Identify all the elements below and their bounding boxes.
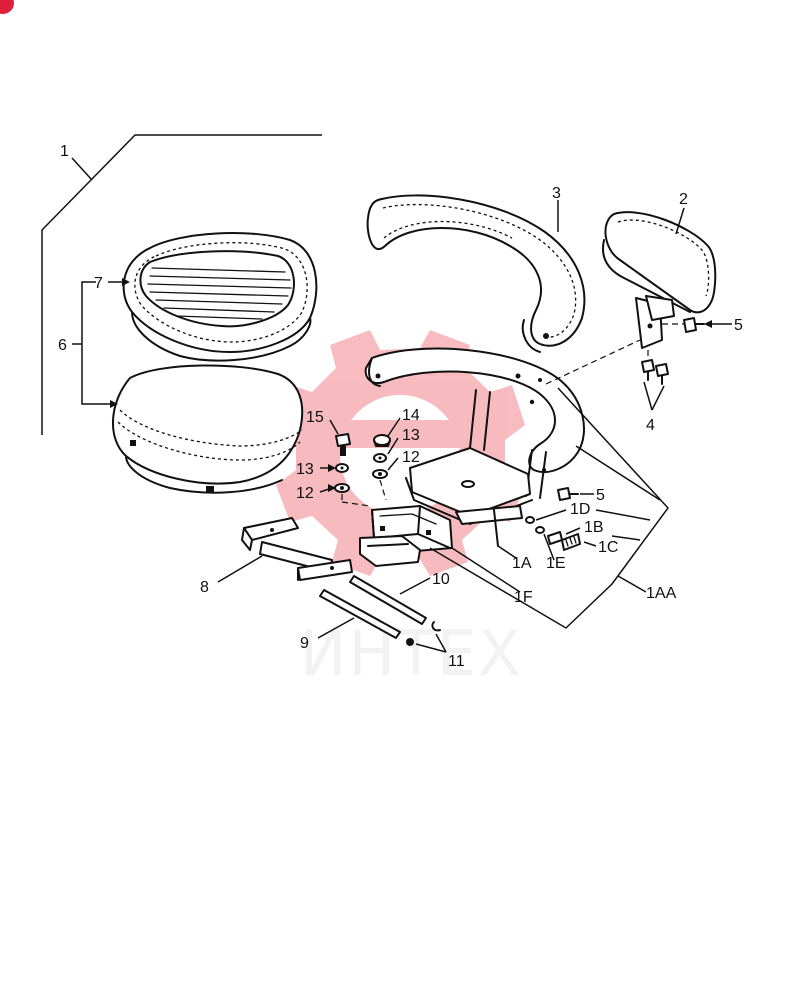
callout-labels: 1 2 3 4 5 5 6 7 8 9 10 11 12 12 13 13 14… bbox=[58, 143, 743, 670]
callout-13-right: 13 bbox=[402, 427, 420, 444]
callout-1D: 1D bbox=[570, 501, 590, 518]
slide-rail-part bbox=[241, 517, 353, 581]
callout-4: 4 bbox=[646, 417, 655, 434]
armrest-part bbox=[602, 211, 717, 349]
watermark-text: ИНТЕХ bbox=[300, 617, 523, 690]
callout-12-right: 12 bbox=[402, 449, 420, 466]
slide-bracket-part bbox=[359, 505, 453, 567]
callout-10: 10 bbox=[432, 571, 450, 588]
callout-12-left: 12 bbox=[296, 485, 314, 502]
corner-badge bbox=[0, 0, 14, 14]
callout-7: 7 bbox=[94, 275, 103, 292]
callout-1A: 1A bbox=[512, 555, 532, 572]
callout-5-lower: 5 bbox=[596, 487, 605, 504]
hardware-right-part bbox=[372, 434, 391, 501]
rod-9-part bbox=[319, 589, 401, 639]
callout-1AA: 1AA bbox=[646, 585, 677, 602]
callout-3: 3 bbox=[552, 185, 561, 202]
bolts-part bbox=[641, 350, 669, 385]
backrest-pad-part bbox=[366, 194, 586, 353]
rod-10-part bbox=[349, 575, 427, 625]
callout-1E: 1E bbox=[546, 555, 566, 572]
seat-cushion-part bbox=[122, 232, 318, 362]
callout-1: 1 bbox=[60, 143, 69, 160]
callout-1F: 1F bbox=[514, 589, 533, 606]
assembly-bracket bbox=[41, 134, 322, 435]
bolt-5-upper-part bbox=[662, 317, 705, 333]
hardware-1-part bbox=[493, 487, 581, 551]
leader-lines bbox=[72, 200, 732, 653]
callout-1C: 1C bbox=[598, 539, 618, 556]
callout-2: 2 bbox=[679, 191, 688, 208]
callout-14: 14 bbox=[402, 407, 420, 424]
callout-5-upper: 5 bbox=[734, 317, 743, 334]
callout-8: 8 bbox=[200, 579, 209, 596]
callout-13-left: 13 bbox=[296, 461, 314, 478]
clips-part bbox=[406, 621, 441, 646]
callout-1B: 1B bbox=[584, 519, 604, 536]
callout-11: 11 bbox=[448, 653, 465, 670]
callout-6: 6 bbox=[58, 337, 67, 354]
callout-9: 9 bbox=[300, 635, 309, 652]
seat-base-part bbox=[112, 364, 304, 494]
seat-frame-part bbox=[364, 347, 585, 525]
callout-15: 15 bbox=[306, 409, 324, 426]
